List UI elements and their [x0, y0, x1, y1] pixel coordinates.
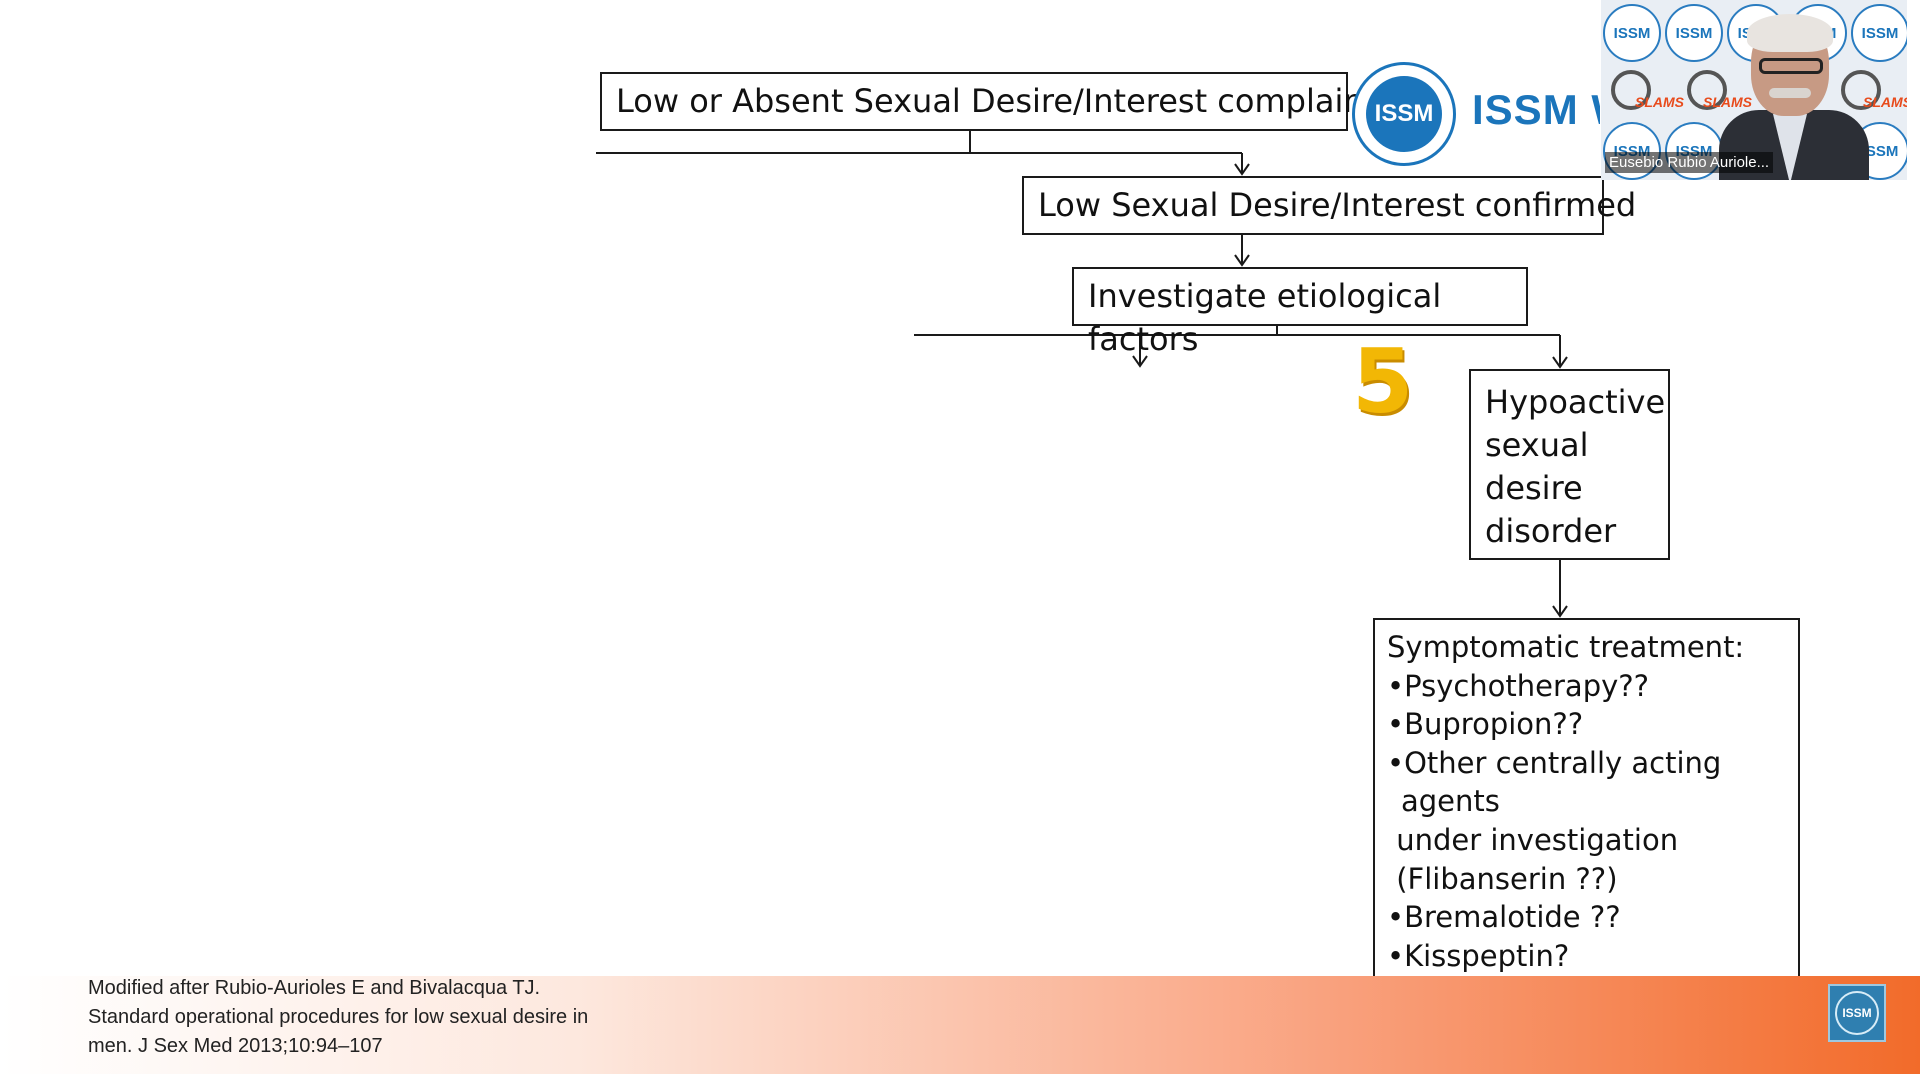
treatment-item: •Other centrally acting agents: [1387, 745, 1722, 819]
reference-citation: Modified after Rubio-Aurioles E and Biva…: [88, 974, 708, 1061]
slams-label: SLAMS: [1635, 94, 1684, 110]
slams-logo-icon: [1687, 70, 1727, 110]
reference-line: Standard operational procedures for low …: [88, 1006, 589, 1028]
treatment-item: (Flibanserin ??): [1387, 861, 1618, 896]
treatment-item: •Bupropion??: [1387, 707, 1584, 742]
etiology-text-line: factors: [1088, 320, 1199, 358]
confirmed-box: Low Sexual Desire/Interest confirmed: [1022, 176, 1637, 235]
complaint-text: Low or Absent Sexual Desire/Interest com…: [616, 82, 1377, 120]
confirmed-text: Low Sexual Desire/Interest confirmed: [1038, 186, 1637, 224]
etiology-text-line: Investigate etiological: [1088, 277, 1442, 315]
issm-bg-logo-icon: ISSM: [1851, 4, 1907, 62]
reference-line: Modified after Rubio-Aurioles E and Biva…: [88, 977, 541, 999]
participant-name-label: Eusebio Rubio Auriole...: [1605, 152, 1774, 173]
participant-video-tile[interactable]: ISSM ISSM ISSM ISSM ISSM SLAMS SLAMS SLA…: [1601, 0, 1907, 180]
hsdd-text-line: desire: [1485, 469, 1583, 507]
treatment-heading: Symptomatic treatment:: [1387, 630, 1745, 664]
person-mustache: [1769, 88, 1811, 98]
slams-logo-icon: [1611, 70, 1651, 110]
complaint-box: Low or Absent Sexual Desire/Interest com…: [600, 72, 1377, 131]
treatment-item: •Psychotherapy??: [1387, 668, 1650, 703]
slide-number-five: 5: [1352, 330, 1414, 433]
person-hair: [1747, 14, 1833, 52]
treatment-item: •Bremalotide ??: [1387, 900, 1621, 935]
treatment-item: •Kisspeptin?: [1387, 938, 1570, 973]
issm-bg-logo-icon: ISSM: [1665, 4, 1723, 62]
slams-label: SLAMS: [1863, 94, 1907, 110]
arrowhead: [1234, 163, 1250, 176]
hsdd-box: Hypoactive sexual desire disorder: [1469, 369, 1670, 560]
hsdd-text-line: Hypoactive: [1485, 383, 1666, 421]
slams-label: SLAMS: [1703, 94, 1752, 110]
arrowhead: [1234, 254, 1250, 267]
treatment-box: Symptomatic treatment: •Psychotherapy?? …: [1373, 618, 1800, 978]
issm-logo-icon: ISSM: [1352, 62, 1456, 166]
glasses-icon: [1759, 58, 1823, 74]
issm-bg-logo-icon: ISSM: [1603, 4, 1661, 62]
hsdd-text-line: disorder: [1485, 512, 1617, 550]
issm-logo-text: ISSM: [1366, 76, 1442, 152]
slams-logo-icon: [1841, 70, 1881, 110]
treatment-item: under investigation: [1387, 822, 1679, 857]
reference-line: men. J Sex Med 2013;10:94–107: [88, 1035, 383, 1057]
arrowhead: [1552, 605, 1568, 618]
arrowhead: [1552, 356, 1568, 369]
issm-footer-logo-icon: ISSM: [1828, 984, 1886, 1042]
hsdd-text-line: sexual: [1485, 426, 1589, 464]
issm-footer-logo-text: ISSM: [1835, 991, 1879, 1035]
issm-wordmark: ISSM W: [1472, 86, 1600, 133]
footer-band: [0, 976, 1920, 1080]
etiology-box: Investigate etiological factors: [1072, 267, 1528, 358]
